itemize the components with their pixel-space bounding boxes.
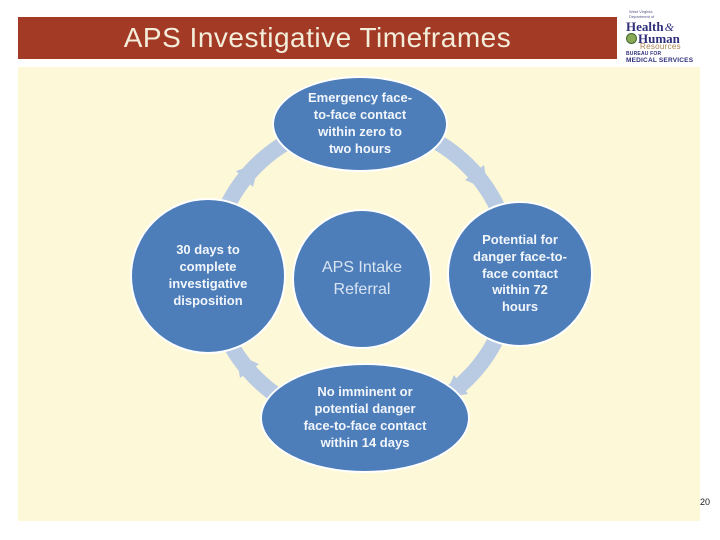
cycle-node-emergency: Emergency face- to-face contact within z… [272,76,448,172]
logo-human-text: Human [638,30,680,46]
cycle-arrow-right-icon [465,165,488,190]
page-number: 20 [699,497,710,507]
slide-title: APS Investigative Timeframes [123,22,512,53]
logo-bureau-text: BUREAU FOR [626,50,662,57]
logo-ampersand: & [664,19,674,34]
state-seal-icon [626,32,637,44]
cycle-arrow-top-icon [236,163,259,187]
cycle-arrow-left-icon [236,354,259,378]
cycle-node-potential-danger: Potential for danger face-to- face conta… [447,201,593,347]
logo-dept-line: Department of [629,13,655,19]
title-bar: APS Investigative Timeframes [18,17,617,59]
cycle-hub-aps-intake: APS Intake Referral [292,209,432,349]
logo-health-text: Health [626,18,664,34]
slide-content-area: Emergency face- to-face contact within z… [18,67,710,521]
wv-dhhr-logo: West Virginia Department of Health & Hum… [626,9,702,64]
cycle-node-no-danger: No imminent or potential danger face-to-… [260,363,470,473]
logo-resources-text: Resources [640,41,681,51]
logo-state-line: West Virginia [629,9,653,14]
logo-services-text: MEDICAL SERVICES [626,56,694,64]
cycle-node-30-days: 30 days to complete investigative dispos… [130,198,286,354]
